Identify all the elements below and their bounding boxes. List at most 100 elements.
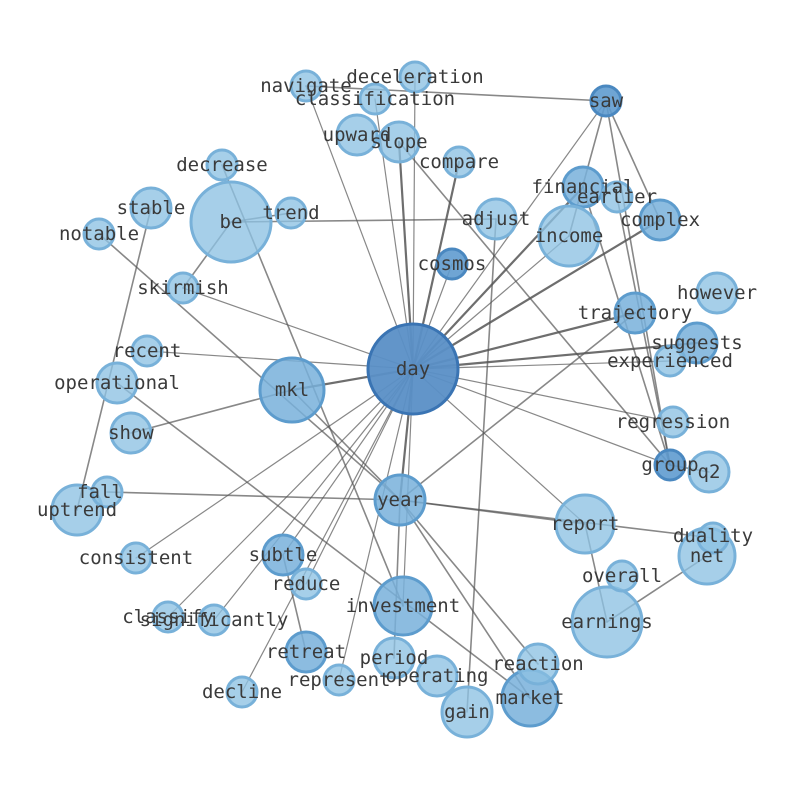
node-label-uptrend: uptrend: [37, 499, 117, 521]
node-earnings[interactable]: [570, 585, 644, 659]
node-gain[interactable]: [440, 685, 494, 739]
node-overall[interactable]: [605, 559, 639, 593]
node-label-decrease: decrease: [176, 154, 268, 176]
node-label-income: income: [535, 225, 604, 247]
node-label-net: net: [690, 545, 724, 567]
node-label-retreat: retreat: [266, 641, 346, 663]
node-label-stable: stable: [117, 197, 186, 219]
node-fall[interactable]: [90, 475, 124, 509]
node-label-trend: trend: [262, 202, 319, 224]
node-label-q2: q2: [698, 461, 721, 483]
node-label-reaction: reaction: [492, 653, 584, 675]
node-however[interactable]: [695, 271, 739, 315]
node-suggests[interactable]: [675, 321, 719, 365]
node-earlier[interactable]: [600, 180, 634, 214]
node-reaction[interactable]: [516, 642, 560, 686]
node-cosmos[interactable]: [435, 247, 469, 281]
node-notable[interactable]: [82, 217, 116, 251]
node-q2[interactable]: [687, 450, 731, 494]
node-investment[interactable]: [372, 575, 434, 637]
node-classify[interactable]: [151, 600, 185, 634]
edge-day-significantly: [213, 368, 414, 621]
node-label-trajectory: trajectory: [578, 302, 692, 324]
node-financial[interactable]: [561, 165, 605, 209]
node-layer: [50, 60, 739, 739]
node-navigate[interactable]: [289, 69, 323, 103]
node-deceleration[interactable]: [398, 60, 432, 94]
node-label-cosmos: cosmos: [418, 253, 487, 275]
node-reduce[interactable]: [289, 567, 323, 601]
node-upward[interactable]: [335, 113, 379, 157]
node-regression[interactable]: [656, 405, 690, 439]
node-label-gain: gain: [444, 701, 490, 723]
node-day[interactable]: [366, 322, 460, 416]
node-label-report: report: [551, 513, 620, 535]
node-label-show: show: [108, 422, 154, 444]
node-label-adjust: adjust: [462, 208, 531, 230]
node-retreat[interactable]: [284, 630, 328, 674]
node-label-mkl: mkl: [275, 379, 309, 401]
node-operating[interactable]: [415, 654, 459, 698]
node-decline[interactable]: [225, 675, 259, 709]
node-label-deceleration: deceleration: [346, 66, 483, 88]
node-label-significantly: significantly: [140, 609, 289, 631]
node-label-navigate: navigate: [260, 75, 352, 97]
node-represent[interactable]: [322, 663, 356, 697]
node-skirmish[interactable]: [166, 271, 200, 305]
node-label-represent: represent: [288, 669, 391, 691]
edge-stable-uptrend: [76, 207, 152, 511]
edge-day-consistent: [135, 368, 414, 559]
node-trajectory[interactable]: [613, 291, 657, 335]
node-label-operating: operating: [386, 665, 489, 687]
node-duality[interactable]: [696, 521, 730, 555]
edge-day-complex: [411, 218, 662, 371]
edge-operational-market: [116, 382, 531, 699]
edge-saw-navigate: [305, 85, 607, 102]
node-label-classification: classification: [295, 88, 455, 110]
node-consistent[interactable]: [119, 541, 153, 575]
node-label-classify: classify: [122, 606, 214, 628]
node-period[interactable]: [372, 636, 416, 680]
node-income[interactable]: [537, 204, 601, 268]
node-label-skirmish: skirmish: [137, 277, 229, 299]
node-saw[interactable]: [589, 84, 623, 118]
node-label-year: year: [377, 489, 423, 511]
edge-year-trajectory: [399, 312, 636, 501]
node-adjust[interactable]: [474, 197, 518, 241]
edge-saw-complex: [605, 100, 661, 221]
node-operational[interactable]: [95, 361, 139, 405]
node-slope[interactable]: [377, 120, 421, 164]
node-label-period: period: [360, 647, 429, 669]
node-decrease[interactable]: [205, 148, 239, 182]
node-compare[interactable]: [442, 145, 476, 179]
node-classification[interactable]: [358, 82, 392, 116]
edge-year-notable: [98, 233, 401, 501]
node-subtle[interactable]: [261, 533, 305, 577]
node-significantly[interactable]: [197, 603, 231, 637]
node-experienced[interactable]: [653, 344, 687, 378]
node-label-earlier: earlier: [577, 186, 657, 208]
node-label-fall: fall: [77, 481, 123, 503]
node-year[interactable]: [373, 473, 427, 527]
edge-day-deceleration: [412, 76, 416, 370]
node-group[interactable]: [653, 448, 687, 482]
node-label-market: market: [496, 687, 565, 709]
node-complex[interactable]: [638, 198, 682, 242]
node-label-consistent: consistent: [79, 547, 193, 569]
node-report[interactable]: [554, 493, 616, 555]
node-show[interactable]: [109, 411, 153, 455]
node-stable[interactable]: [129, 186, 173, 230]
edge-slope-group: [398, 141, 671, 466]
node-trend[interactable]: [274, 196, 308, 230]
node-label-experienced: experienced: [607, 350, 733, 372]
node-be[interactable]: [189, 180, 273, 264]
edge-be-adjust: [230, 218, 497, 223]
node-mkl[interactable]: [258, 356, 326, 424]
node-label-duality: duality: [673, 525, 753, 547]
node-label-suggests: suggests: [651, 332, 743, 354]
node-label-decline: decline: [202, 681, 282, 703]
node-uptrend[interactable]: [50, 483, 104, 537]
node-recent[interactable]: [130, 334, 164, 368]
node-label-upward: upward: [323, 124, 392, 146]
